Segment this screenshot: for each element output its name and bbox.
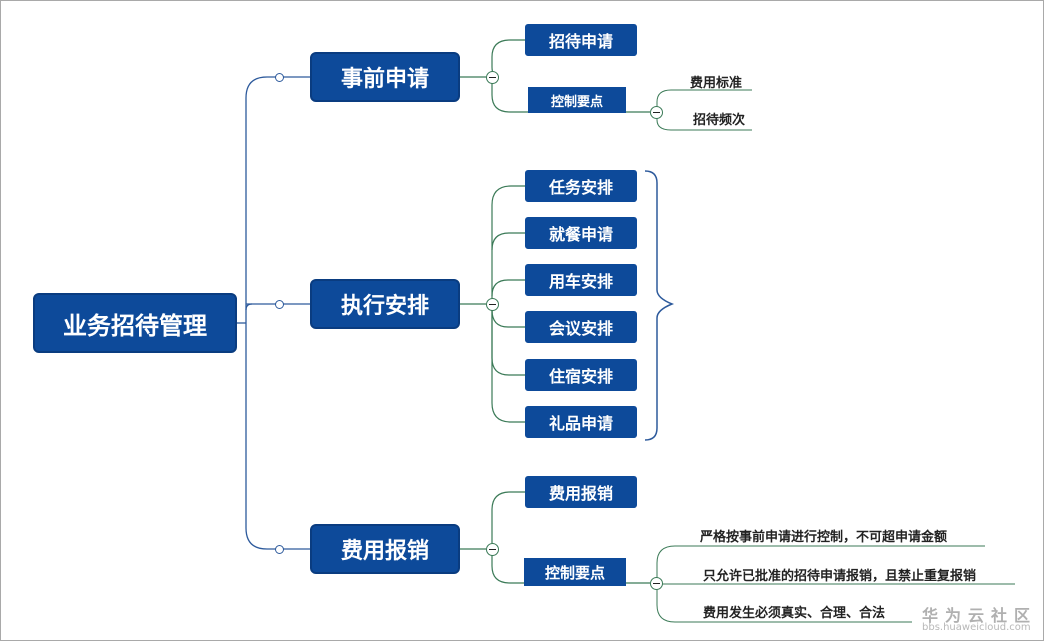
subtopic-gift[interactable]: 礼品申请: [525, 406, 637, 438]
leaf-control-rule: 费用发生必须真实、合理、合法: [703, 606, 886, 621]
watermark-url: bbs.huaweicloud.com: [922, 622, 1031, 633]
subtopic-control-points[interactable]: 控制要点: [528, 87, 626, 113]
connector-dot: [275, 545, 284, 554]
subtopic-task[interactable]: 任务安排: [525, 170, 637, 202]
collapse-toggle[interactable]: [650, 577, 663, 590]
subtopic-lodging[interactable]: 住宿安排: [525, 359, 637, 391]
watermark-title: 华为云社区: [922, 606, 1038, 625]
subtopic-reimbursement[interactable]: 费用报销: [525, 476, 637, 508]
collapse-toggle[interactable]: [486, 543, 499, 556]
subtopic-dining[interactable]: 就餐申请: [525, 217, 637, 249]
subtopic-control-points[interactable]: 控制要点: [524, 558, 626, 586]
topic-pre-application[interactable]: 事前申请: [310, 52, 460, 102]
subtopic-meeting[interactable]: 会议安排: [525, 311, 637, 343]
leaf-control-rule: 只允许已批准的招待申请报销，且禁止重复报销: [703, 569, 977, 584]
connector-dot: [275, 300, 284, 309]
leaf-frequency: 招待频次: [693, 113, 746, 128]
leaf-control-rule: 严格按事前申请进行控制，不可超申请金额: [700, 530, 948, 545]
subtopic-vehicle[interactable]: 用车安排: [525, 264, 637, 296]
collapse-toggle[interactable]: [486, 71, 499, 84]
connector-dot: [275, 73, 284, 82]
topic-execution[interactable]: 执行安排: [310, 279, 460, 329]
collapse-toggle[interactable]: [650, 106, 663, 119]
root-topic[interactable]: 业务招待管理: [33, 293, 237, 353]
collapse-toggle[interactable]: [486, 298, 499, 311]
subtopic-entertainment-application[interactable]: 招待申请: [525, 24, 637, 56]
topic-reimbursement[interactable]: 费用报销: [310, 524, 460, 574]
leaf-cost-standard: 费用标准: [690, 76, 743, 91]
